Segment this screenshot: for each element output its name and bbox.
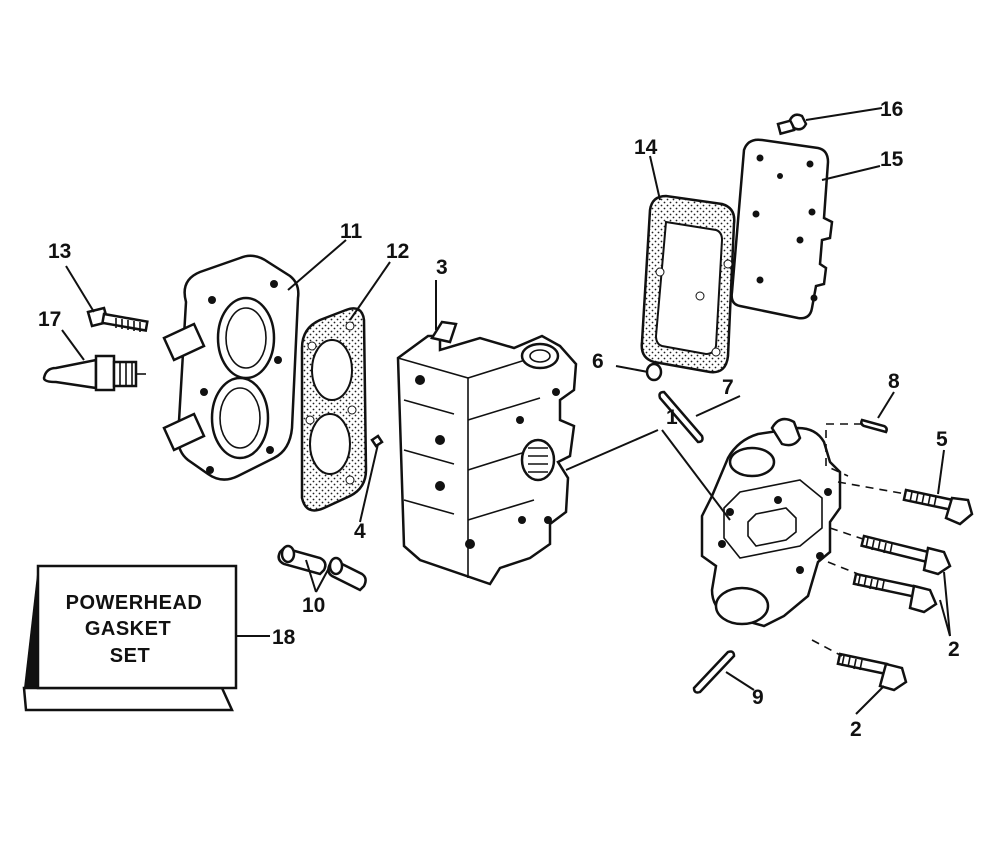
part-number-2a: 2	[948, 638, 960, 661]
part-number-7: 7	[722, 376, 734, 399]
part-number-11: 11	[340, 220, 363, 243]
cylinder-head	[162, 254, 300, 481]
small-pin	[370, 434, 384, 448]
part-number-5: 5	[936, 428, 948, 451]
dowel-pins	[277, 544, 367, 592]
exhaust-cover-gasket	[640, 194, 736, 374]
part-number-9: 9	[752, 686, 764, 709]
long-pin	[658, 390, 704, 444]
assembly-lines	[811, 423, 907, 657]
crankcase	[700, 417, 842, 628]
part-number-18: 18	[272, 626, 296, 649]
bolts-2	[836, 534, 952, 692]
box-line-2: GASKET	[85, 618, 171, 640]
cover-screw	[776, 113, 808, 136]
part-number-13: 13	[48, 240, 71, 263]
part-number-12: 12	[386, 240, 409, 263]
roll-pin	[860, 418, 888, 434]
part-number-6: 6	[592, 350, 604, 373]
part-number-16: 16	[880, 98, 903, 121]
exhaust-cover-plate	[730, 138, 834, 320]
spark-plug	[42, 354, 146, 392]
part-number-3: 3	[436, 256, 448, 279]
box-line-3: SET	[110, 645, 150, 667]
gasket-set-box: POWERHEAD GASKET SET	[22, 564, 238, 712]
part-number-15: 15	[880, 148, 904, 171]
cylinder-head-bolt	[86, 306, 149, 332]
bolt-5	[902, 488, 974, 526]
part-number-labels: 1 2 2 3 4 5 6 7 8 9 10 11 12 13 14 15 16…	[38, 98, 960, 741]
cylinder-block	[396, 320, 578, 586]
box-line-1: POWERHEAD	[66, 592, 203, 614]
part-number-10: 10	[302, 594, 325, 617]
small-plug	[645, 362, 663, 382]
pin	[692, 650, 736, 694]
head-gasket	[300, 307, 368, 512]
part-number-17: 17	[38, 308, 61, 331]
part-number-8: 8	[888, 370, 900, 393]
part-number-2b: 2	[850, 718, 862, 741]
part-number-4: 4	[354, 520, 366, 543]
leader-lines	[61, 107, 951, 715]
part-number-14: 14	[634, 136, 658, 159]
part-number-1: 1	[666, 406, 678, 429]
